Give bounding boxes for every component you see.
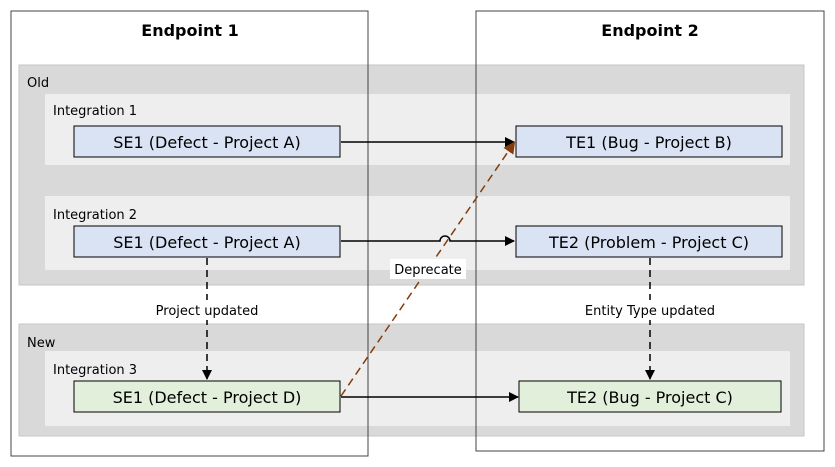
new-section-label: New <box>27 336 56 351</box>
target-entity-3-label: TE2 (Bug - Project C) <box>566 388 733 407</box>
target-entity-2-label: TE2 (Problem - Project C) <box>548 233 749 252</box>
source-entity-2-label: SE1 (Defect - Project A) <box>113 233 300 252</box>
source-entity-3: SE1 (Defect - Project D) <box>73 380 341 413</box>
target-entity-1: TE1 (Bug - Project B) <box>515 125 783 158</box>
deprecate-label: Deprecate <box>394 263 462 278</box>
source-entity-3-label: SE1 (Defect - Project D) <box>113 388 302 407</box>
source-entity-1-label: SE1 (Defect - Project A) <box>113 133 300 152</box>
target-entity-2: TE2 (Problem - Project C) <box>515 225 783 258</box>
integration-1-label: Integration 1 <box>53 104 137 119</box>
deprecate-label-bg <box>390 259 466 279</box>
integration-3-label: Integration 3 <box>53 363 137 378</box>
endpoint-2-title: Endpoint 2 <box>601 21 698 40</box>
project-updated-label-bg <box>150 300 264 320</box>
endpoint-1-title: Endpoint 1 <box>141 21 238 40</box>
integration-2-label: Integration 2 <box>53 208 137 223</box>
project-updated-label: Project updated <box>156 304 259 319</box>
entity-type-updated-label-bg <box>580 300 720 320</box>
target-entity-1-label: TE1 (Bug - Project B) <box>565 133 732 152</box>
target-entity-3: TE2 (Bug - Project C) <box>518 380 782 413</box>
connector-integration-2 <box>341 235 515 246</box>
entity-type-updated-label: Entity Type updated <box>585 304 715 319</box>
old-section-label: Old <box>27 76 49 91</box>
endpoint-1-frame <box>10 10 369 457</box>
endpoint-2-frame <box>475 10 825 452</box>
source-entity-2: SE1 (Defect - Project A) <box>73 225 341 258</box>
source-entity-1: SE1 (Defect - Project A) <box>73 125 341 158</box>
